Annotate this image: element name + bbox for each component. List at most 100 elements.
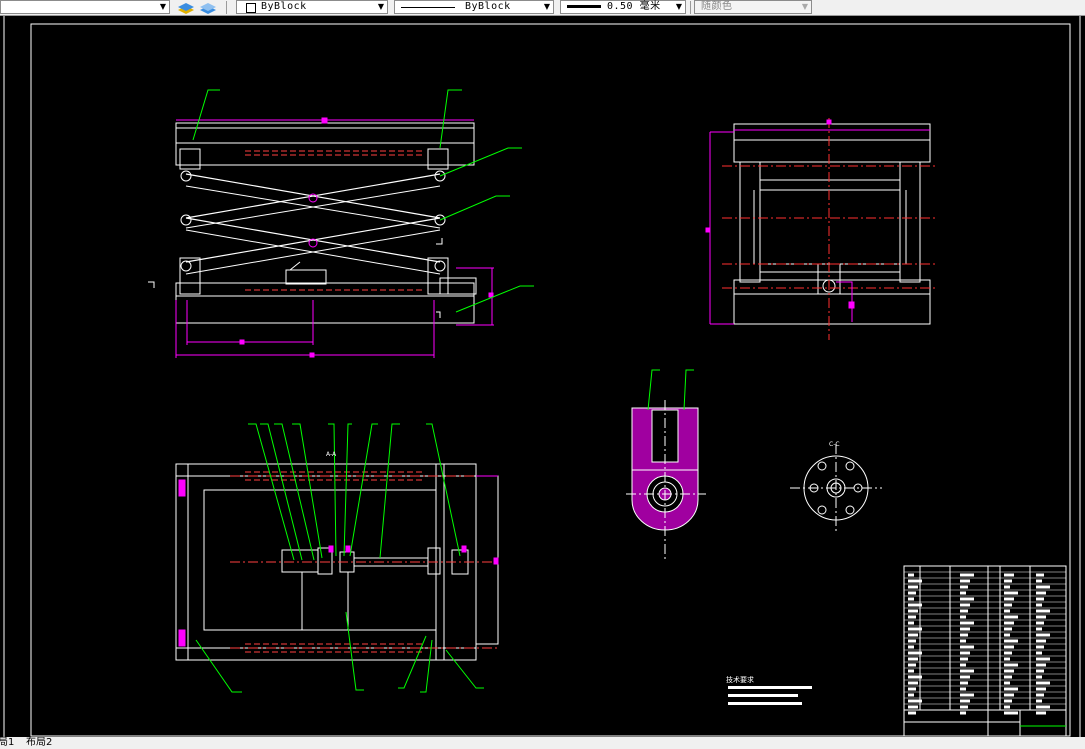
title-block-text-block bbox=[1036, 573, 1044, 577]
title-block-text-block bbox=[960, 627, 970, 631]
title-block-text-block bbox=[908, 639, 916, 643]
title-block-text-block bbox=[908, 573, 914, 577]
color-swatch-icon bbox=[246, 3, 256, 13]
title-block-text-block bbox=[1004, 699, 1012, 703]
layer-tools-icon[interactable] bbox=[176, 0, 220, 14]
title-block-text-block bbox=[1036, 687, 1046, 691]
title-block-text-block bbox=[908, 669, 914, 673]
title-block-text-block bbox=[1036, 669, 1044, 673]
title-block-text-block bbox=[908, 579, 922, 583]
title-block-text-block bbox=[908, 675, 922, 679]
toolbar-separator bbox=[226, 1, 227, 14]
title-block-text-block bbox=[1004, 597, 1014, 601]
plotstyle-value: 随颜色 bbox=[701, 1, 733, 12]
tech-requirements-title: 技术要求 bbox=[726, 675, 754, 684]
title-block-text-block bbox=[1036, 705, 1050, 709]
title-block-text-block bbox=[1036, 615, 1046, 619]
front-view-marks bbox=[148, 238, 443, 318]
title-block-text-block bbox=[1004, 621, 1014, 625]
plan-view-dimensions bbox=[178, 475, 499, 647]
plan-view-leaders bbox=[195, 423, 484, 693]
title-block-text-block bbox=[1004, 711, 1018, 715]
title-block-text-block bbox=[1004, 615, 1018, 619]
cad-drawing[interactable]: A-A C-C 技术要求 bbox=[0, 16, 1085, 738]
sheet-border bbox=[30, 23, 1071, 737]
title-block-text-block bbox=[1036, 657, 1050, 661]
section-cc: C-C bbox=[790, 441, 882, 532]
title-block-text-block bbox=[1036, 639, 1046, 643]
title-block-text-block bbox=[1036, 621, 1044, 625]
title-block-text-block bbox=[1036, 663, 1046, 667]
linetype-value: ByBlock bbox=[465, 1, 511, 12]
title-block-text-block bbox=[1036, 627, 1042, 631]
front-view-dimensions bbox=[175, 117, 494, 358]
title-block-text-block bbox=[908, 687, 916, 691]
title-block-text-block bbox=[960, 579, 970, 583]
title-block-text-block bbox=[1036, 603, 1042, 607]
title-block-text-block bbox=[1004, 579, 1012, 583]
title-block-text-block bbox=[908, 693, 914, 697]
lineweight-dropdown[interactable]: 0.50 毫米 ▼ bbox=[560, 0, 686, 14]
title-block-text-block bbox=[908, 603, 922, 607]
title-block-text-block bbox=[1004, 687, 1018, 691]
plan-view-label: A-A bbox=[326, 451, 337, 458]
title-block-text-block bbox=[1036, 645, 1044, 649]
chevron-down-icon: ▼ bbox=[801, 2, 808, 11]
title-block-text-block bbox=[1004, 681, 1010, 685]
title-block-text-block bbox=[960, 705, 968, 709]
title-block-text-block bbox=[1036, 693, 1044, 697]
lineweight-preview-icon bbox=[567, 5, 601, 8]
front-view bbox=[175, 122, 477, 324]
title-block-rows bbox=[904, 571, 1066, 711]
title-block-text-block bbox=[908, 681, 918, 685]
title-block-text-block bbox=[1004, 573, 1014, 577]
title-block-text-block bbox=[908, 597, 914, 601]
title-block-text-block bbox=[1036, 609, 1050, 613]
plotstyle-dropdown[interactable]: 随颜色 ▼ bbox=[694, 0, 812, 14]
chevron-down-icon: ▼ bbox=[159, 2, 166, 11]
title-block-text-block bbox=[1004, 633, 1010, 637]
title-block-text-block bbox=[960, 615, 966, 619]
title-block-text-block bbox=[960, 711, 966, 715]
title-block-text-block bbox=[1004, 663, 1018, 667]
linetype-dropdown[interactable]: ByBlock ▼ bbox=[394, 0, 554, 14]
title-block-text-block bbox=[908, 663, 916, 667]
title-block-text-block bbox=[960, 657, 968, 661]
side-view bbox=[733, 123, 931, 325]
title-block-text-block bbox=[960, 585, 968, 589]
lineweight-value: 0.50 毫米 bbox=[607, 1, 661, 12]
title-block-text-block bbox=[1036, 675, 1042, 679]
title-block-text-block bbox=[908, 651, 922, 655]
title-block-text-block bbox=[960, 621, 974, 625]
color-value: ByBlock bbox=[261, 1, 307, 12]
title-block-text-block bbox=[960, 639, 966, 643]
title-block-text-block bbox=[908, 585, 918, 589]
title-block-text-block bbox=[1004, 627, 1012, 631]
tab-layout1[interactable]: 局1 bbox=[0, 737, 15, 748]
title-block-text-block bbox=[960, 693, 974, 697]
drawing-canvas[interactable]: A-A C-C 技术要求 bbox=[0, 16, 1085, 738]
title-block-text-block bbox=[960, 591, 966, 595]
title-block-text-block bbox=[960, 609, 968, 613]
title-block-text-block bbox=[908, 699, 922, 703]
title-block-text-block bbox=[1004, 603, 1012, 607]
title-block-text-block bbox=[960, 645, 974, 649]
section-label: C-C bbox=[829, 441, 840, 448]
title-block-text-block bbox=[1004, 645, 1014, 649]
title-block-text-block bbox=[1004, 639, 1018, 643]
color-dropdown[interactable]: ByBlock ▼ bbox=[236, 0, 388, 14]
detail-view bbox=[626, 369, 706, 560]
title-block-text-block bbox=[960, 675, 970, 679]
title-block-text-block bbox=[908, 621, 914, 625]
title-block-text-block bbox=[1004, 657, 1010, 661]
title-block-text bbox=[908, 573, 1050, 715]
title-block-text-block bbox=[908, 657, 918, 661]
properties-toolbar: ▼ ByBlock ▼ ByBlock ▼ 0.50 毫米 ▼ 随颜色 ▼ bbox=[0, 0, 1085, 16]
title-block-text-block bbox=[1004, 609, 1010, 613]
tab-layout2[interactable]: 布局2 bbox=[26, 737, 53, 748]
title-block-text-block bbox=[1036, 579, 1042, 583]
title-block-text-block bbox=[960, 699, 970, 703]
side-view-dimensions bbox=[705, 119, 930, 325]
title-block-text-block bbox=[960, 663, 966, 667]
layer-dropdown[interactable]: ▼ bbox=[0, 0, 170, 14]
